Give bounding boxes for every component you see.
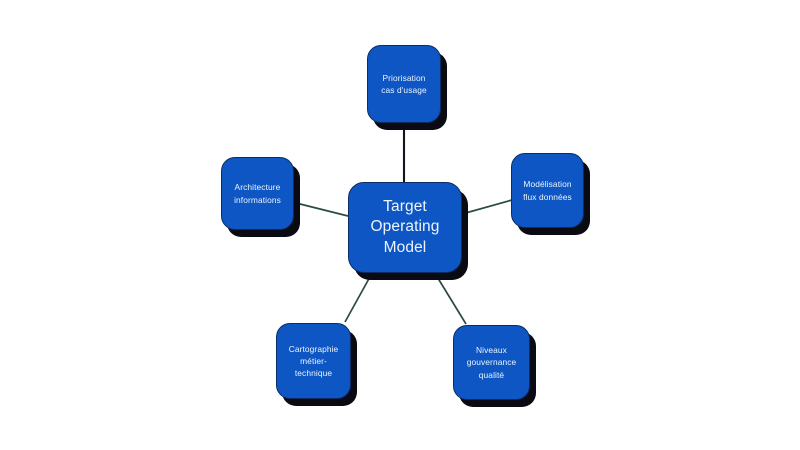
node-target-operating-model[interactable]: Target Operating Model	[348, 182, 462, 273]
node-label-modelisation-flux-donnees: Modélisation flux données	[523, 179, 572, 202]
edge-center-to-right	[461, 199, 513, 215]
edge-center-to-bottom-left	[344, 274, 372, 323]
node-label-target-operating-model: Target Operating Model	[370, 197, 440, 256]
node-label-niveaux-gouvernance-qualite: Niveaux gouvernance qualité	[466, 345, 517, 380]
edge-center-to-left	[295, 202, 349, 217]
node-architecture-informations[interactable]: Architecture informations	[221, 157, 294, 230]
edge-center-to-bottom-right	[435, 274, 467, 325]
node-label-priorisation-cas-usage: Priorisation cas d'usage	[381, 72, 427, 95]
node-niveaux-gouvernance-qualite[interactable]: Niveaux gouvernance qualité	[453, 325, 530, 400]
node-cartographie-metier-technique[interactable]: Cartographie métier- technique	[276, 323, 351, 399]
node-label-cartographie-metier-technique: Cartographie métier- technique	[288, 343, 339, 379]
node-priorisation-cas-usage[interactable]: Priorisation cas d'usage	[367, 45, 441, 123]
node-modelisation-flux-donnees[interactable]: Modélisation flux données	[511, 153, 584, 228]
node-label-architecture-informations: Architecture informations	[234, 182, 281, 205]
